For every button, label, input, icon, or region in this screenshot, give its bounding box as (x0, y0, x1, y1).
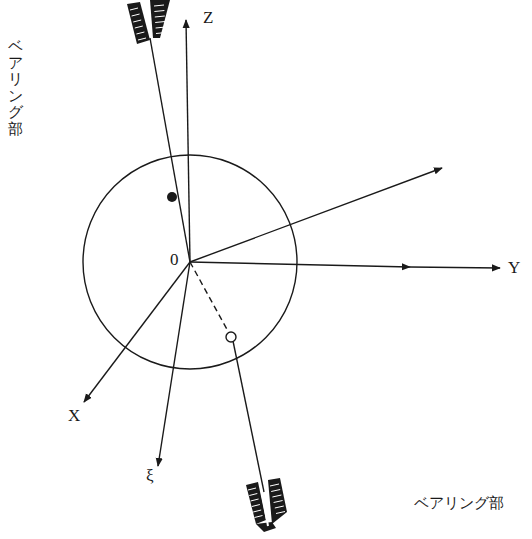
axis-label: Y (508, 258, 520, 278)
axis-label: Z (203, 8, 213, 28)
axis-label: X (68, 406, 80, 426)
y-axis (190, 262, 410, 267)
x-axis (84, 262, 190, 402)
bearing-label: ベアリング部 (414, 494, 504, 513)
open-point (226, 332, 236, 342)
z-axis (186, 20, 190, 262)
bearing-label: ベアリング部 (8, 38, 23, 137)
filled-point (167, 192, 177, 202)
axis-label: ξ (146, 466, 154, 486)
xi-axis (158, 262, 190, 466)
shaft-hidden (190, 262, 229, 333)
shaft-upper (150, 38, 190, 262)
shaft-lower (233, 341, 264, 492)
upper-bearing (127, 0, 170, 44)
origin-label: 0 (170, 250, 179, 270)
spin-axis-arrow (190, 168, 442, 262)
y-axis-tip (410, 267, 500, 268)
lower-bearing (246, 478, 287, 532)
sphere-outline (83, 155, 297, 369)
